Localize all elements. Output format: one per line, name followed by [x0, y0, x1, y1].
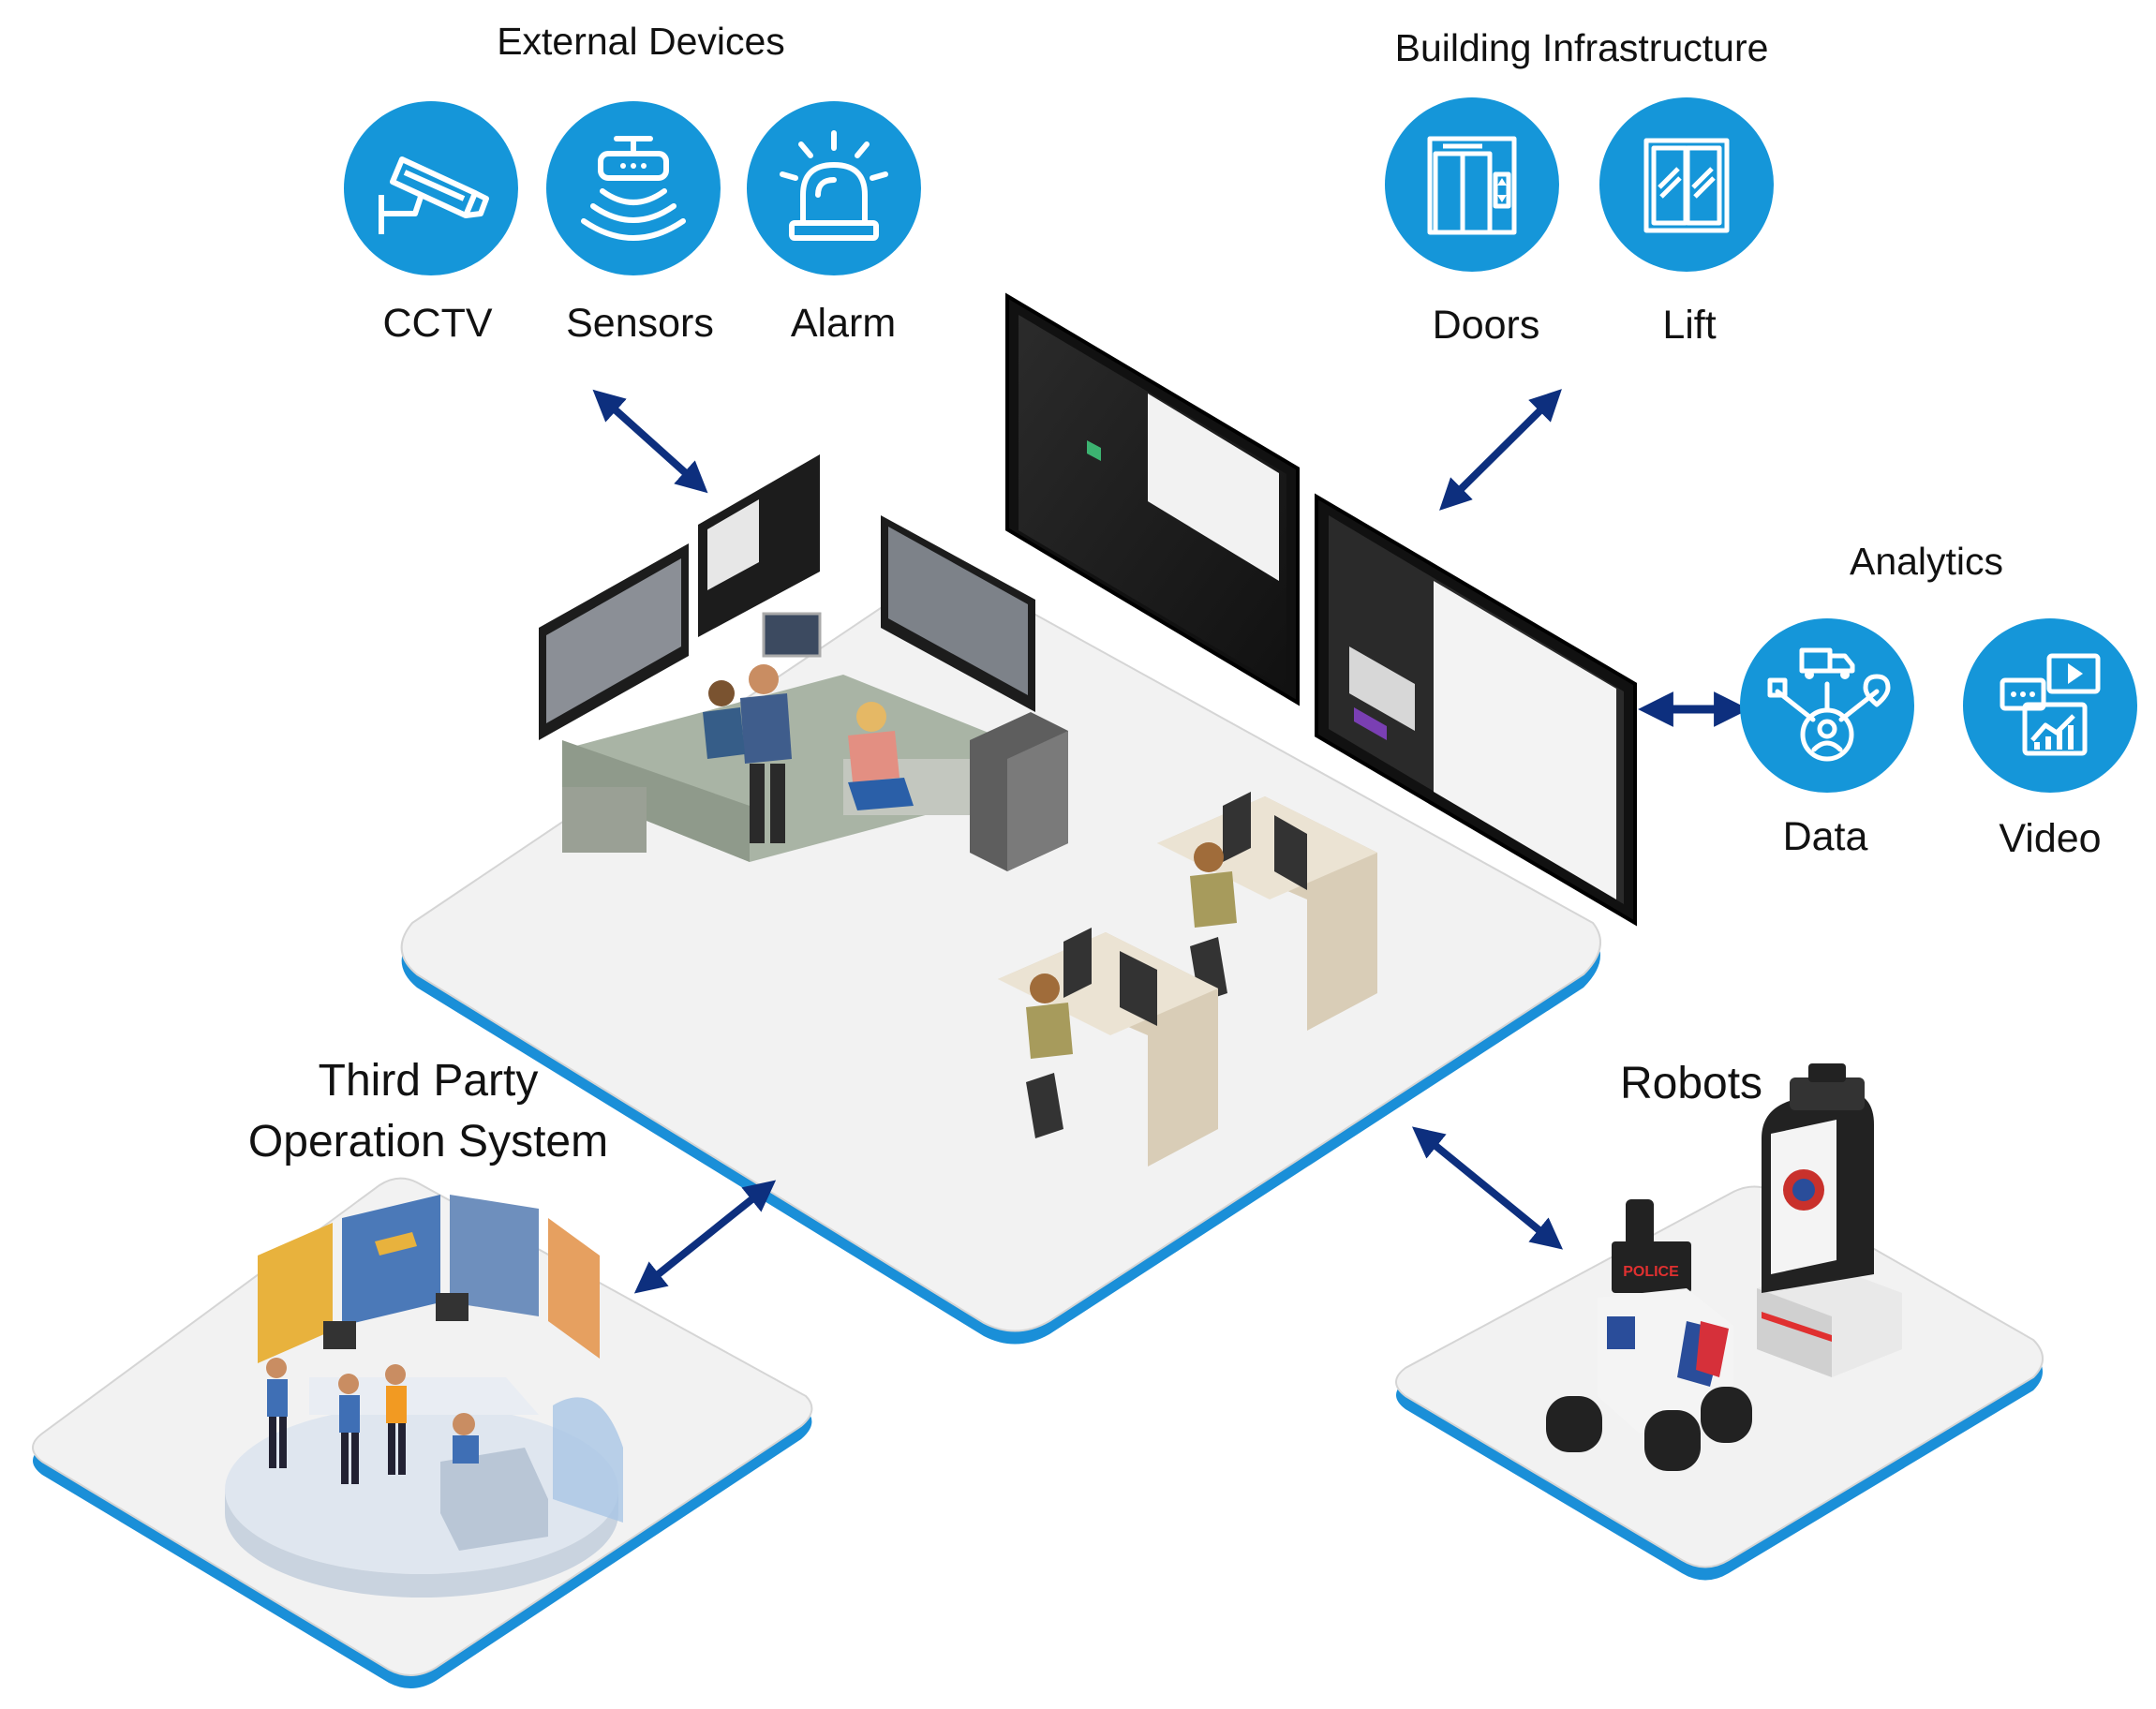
control-room-desks [539, 454, 1068, 871]
dashboard-screen-lower [1315, 493, 1637, 927]
robot-patrol: POLICE [1546, 1199, 1752, 1471]
cctv-label: CCTV [382, 301, 493, 346]
operations-center-illustration [225, 1195, 623, 1598]
video-label: Video [1999, 816, 2102, 861]
control-room-monitor-right [881, 515, 1035, 712]
arrow-building-infrastructure [1439, 389, 1562, 511]
police-badge-text: POLICE [1623, 1264, 1679, 1280]
cctv-camera-icon [344, 101, 518, 275]
lift-label: Lift [1662, 303, 1717, 348]
arrow-external-devices [592, 389, 708, 494]
dashboard-screen-upper [1005, 292, 1300, 706]
building-infrastructure-title: Building Infrastructure [1394, 26, 1769, 69]
sensor-icon [546, 101, 721, 275]
robot-kiosk [1757, 1063, 1902, 1377]
elevator-doors-icon [1385, 97, 1559, 272]
connector-arrows [592, 389, 1749, 1294]
arrow-robots [1411, 1126, 1564, 1250]
external-devices-title: External Devices [497, 20, 785, 63]
video-analytics-icon [1963, 618, 2137, 793]
analytics-title: Analytics [1849, 540, 2004, 583]
third-party-title-line2: Operation System [247, 1117, 609, 1167]
doors-label: Doors [1432, 303, 1540, 348]
data-network-icon [1740, 618, 1914, 793]
control-room-monitor-left [539, 543, 689, 740]
sliding-glass-door-icon [1599, 97, 1774, 272]
alarm-label: Alarm [790, 301, 897, 346]
control-room-monitor-top [698, 454, 820, 637]
robots-title: Robots [1619, 1059, 1763, 1108]
alarm-light-icon [747, 101, 921, 275]
arrow-third-party [633, 1180, 777, 1294]
third-party-title-line1: Third Party [318, 1056, 539, 1106]
office-desks [998, 792, 1377, 1167]
data-label: Data [1782, 814, 1868, 859]
sensors-label: Sensors [566, 301, 714, 346]
